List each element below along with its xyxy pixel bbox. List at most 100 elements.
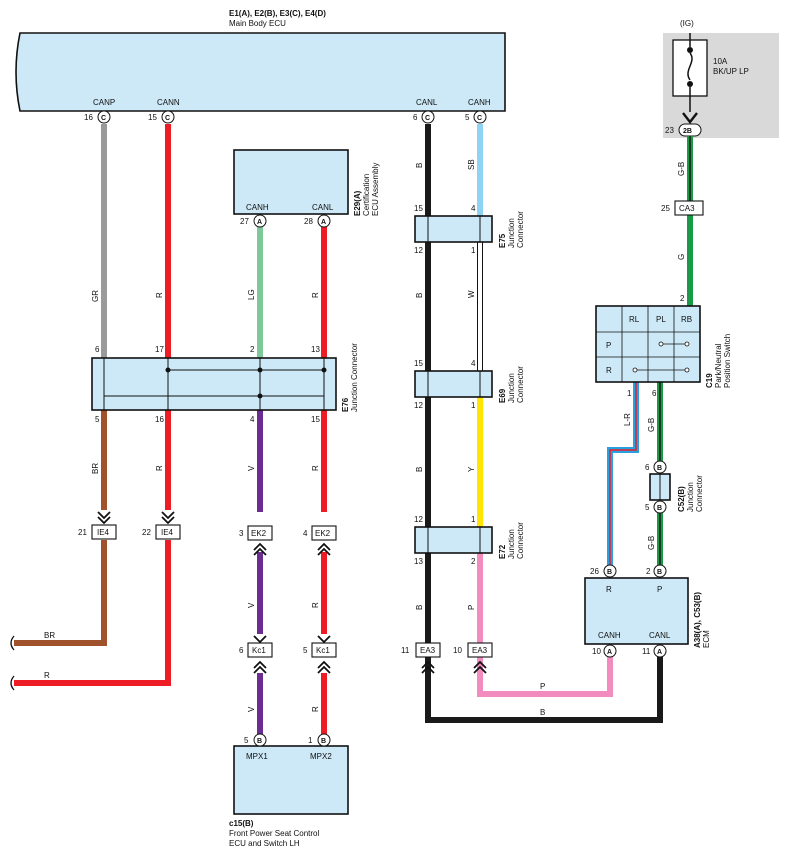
wire-label-y: Y (467, 466, 476, 472)
c19-name2: Position Switch (723, 334, 732, 388)
wire-label-b5: B (540, 708, 545, 717)
e75-pin-1: 1 (471, 246, 476, 255)
ecm-badge-canh (603, 644, 617, 658)
ie4-b-box (155, 524, 181, 540)
cert-ecu-code: E29(A) (353, 190, 362, 216)
ek2-b-name: EK2 (315, 529, 331, 538)
seat-badge-2-text: B (321, 738, 326, 745)
c52-pin-bottom: 5 (645, 503, 650, 512)
svg-text:C: C (477, 115, 482, 122)
ie4-a-name: IE4 (97, 528, 110, 537)
seat-ecu-name2: ECU and Switch LH (229, 839, 300, 848)
e69-name1: Junction (507, 373, 516, 403)
cert-ecu-pin-canh: CANH (246, 203, 269, 212)
wire-r-out (14, 540, 171, 686)
c52-name2: Connector (695, 475, 704, 512)
svg-text:C: C (425, 115, 430, 122)
wire-label-p2: P (540, 682, 545, 691)
ecm-code: A38(A), C53(B) (693, 592, 702, 648)
e72-pin-13: 13 (414, 557, 423, 566)
seat-pin-mpx1: MPX1 (246, 752, 268, 761)
kc1-b-num: 5 (303, 646, 308, 655)
c52-pin-top: 6 (645, 463, 650, 472)
cert-badge-a1 (253, 214, 267, 228)
seat-num-1: 1 (308, 736, 313, 745)
wire-label-br: BR (91, 463, 100, 474)
c19-pin-l: 1 (627, 389, 632, 398)
wire-label-v2: V (247, 602, 256, 608)
e76-name: Junction Connector (350, 343, 359, 412)
c52-badge-top-text: B (657, 465, 662, 472)
main-ecu-pin-badges: C C C C (97, 110, 487, 124)
wire-label-w: W (467, 290, 476, 298)
ecm-box (584, 577, 689, 645)
wire-label-gb3: G-B (647, 536, 656, 550)
c19-header-rb: RB (681, 315, 692, 324)
wire-label-r5: R (311, 602, 320, 608)
ek2-a-name: EK2 (251, 529, 267, 538)
wire-label-lr: L-R (623, 413, 632, 426)
fuse-terminal-bottom (687, 81, 693, 87)
kc1-a-box (247, 642, 273, 658)
wire-labels: GR R LG R B SB G-B G W B BR R V R Y B L-… (91, 159, 686, 712)
wire-label-g: G (677, 254, 686, 260)
wire-label-p1: P (467, 605, 476, 610)
main-ecu-box (15, 32, 506, 112)
e75-pin-12: 12 (414, 246, 423, 255)
kc1-a-name: Kc1 (252, 646, 266, 655)
ecm-num-10: 10 (592, 647, 601, 656)
wire-label-r3: R (155, 465, 164, 471)
e76-top-pin-13: 13 (311, 345, 320, 354)
ea3-a-arrow-icon (421, 660, 435, 674)
ea3-a-num: 11 (401, 646, 410, 655)
ie4-a-arrow-icon (97, 511, 111, 525)
wire-label-br-out: BR (44, 631, 55, 640)
fuse-rating: 10A (713, 57, 728, 66)
cert-num-27: 27 (240, 217, 249, 226)
e76-bot-pin-4: 4 (250, 415, 255, 424)
ea3-b-num: 10 (453, 646, 462, 655)
seat-ecu-box (233, 745, 349, 815)
c19-name1: Park/Neutral (714, 343, 723, 388)
wire-b-loop (425, 650, 663, 723)
main-ecu-num-15: 15 (148, 113, 157, 122)
svg-text:C: C (165, 115, 170, 122)
e69-code: E69 (498, 388, 507, 403)
c19-label: C19 Park/Neutral Position Switch (705, 334, 732, 388)
ie4-b-num: 22 (142, 528, 151, 537)
kc1-b-arrow-icon (317, 635, 331, 644)
wire-lr-stripe (609, 382, 637, 566)
seat-ecu-code: c15(B) (229, 819, 254, 828)
seat-num-5: 5 (244, 736, 249, 745)
e76-box (91, 357, 337, 411)
wire-label-lg: LG (247, 289, 256, 300)
ig-conn-label: 2B (683, 128, 692, 135)
main-ecu-num-16: 16 (84, 113, 93, 122)
fuse-name: BK/UP LP (713, 67, 749, 76)
e76-internal-lines (103, 358, 327, 410)
c19-header-pl: PL (656, 315, 666, 324)
cert-badge-a2 (317, 214, 331, 228)
ig-pin-num: 23 (665, 126, 674, 135)
e76-bot-pin-5: 5 (95, 415, 100, 424)
e69-pin-12: 12 (414, 401, 423, 410)
ek2-b-box (311, 525, 337, 541)
ek2-b-num: 4 (303, 529, 308, 538)
wire-label-b2: B (415, 293, 424, 298)
c52-label: C52(B) Junction Connector (677, 475, 704, 512)
ecm-badge-p (653, 564, 667, 578)
ek2-a-arrow-icon (253, 542, 267, 556)
ecm-badge-canl-text: A (657, 649, 662, 656)
cert-ecu-label: E29(A) Certification ECU Assembly (353, 163, 380, 216)
e76-bot-pin-15: 15 (311, 415, 320, 424)
wire-p (477, 553, 613, 697)
e75-code: E75 (498, 233, 507, 248)
main-ecu-subtitle: Main Body ECU (229, 19, 286, 28)
kc1-a-num: 6 (239, 646, 244, 655)
e75-pin-15: 15 (414, 204, 423, 213)
ea3-a-box (415, 642, 441, 658)
ecm-num-11: 11 (642, 647, 651, 656)
cert-ecu-name2: ECU Assembly (371, 163, 380, 216)
e76-bot-pin-16: 16 (155, 415, 164, 424)
wire-label-gb2: G-B (647, 418, 656, 432)
